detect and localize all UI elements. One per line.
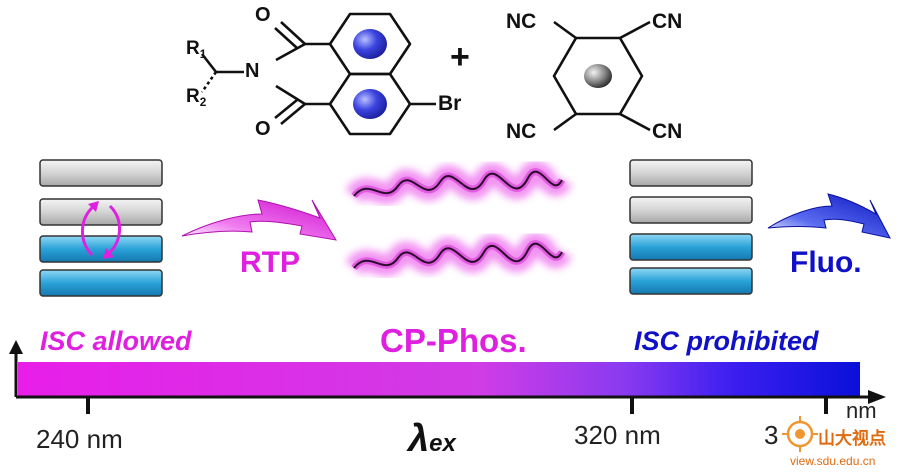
tick-label-third-unit: nm <box>846 398 877 423</box>
right-energy-stack <box>629 159 753 295</box>
fluo-label: Fluo. <box>790 246 862 279</box>
nc-bottom-label: NC <box>506 120 537 143</box>
cp-phos-label: CP-Phos. <box>380 322 527 359</box>
cp-phos-helices <box>345 160 572 277</box>
benzene-electron-ball <box>584 64 612 88</box>
cn-bottom-label: CN <box>652 120 683 143</box>
bromine-label: Br <box>438 92 462 115</box>
naphthalimide-structure <box>200 12 436 136</box>
oxygen-top-label: O <box>255 4 271 26</box>
upper-ring-electron-ball <box>353 29 387 59</box>
tick-label-320: 320 nm <box>574 420 661 450</box>
wavelength-gradient-bar <box>18 362 860 396</box>
rtp-label: RTP <box>240 246 300 279</box>
cn-top-label: CN <box>652 10 683 33</box>
watermark-text: 山大视点 <box>818 429 886 448</box>
watermark-logo <box>782 416 818 452</box>
plus-sign: + <box>450 38 470 76</box>
isc-prohibited-label: ISC prohibited <box>634 326 819 356</box>
r1-label: R1 <box>186 38 207 62</box>
lower-ring-electron-ball <box>353 89 387 119</box>
tick-label-240: 240 nm <box>36 424 123 454</box>
fluo-emission-arrow <box>767 193 891 239</box>
rtp-emission-arrow <box>181 199 337 241</box>
tick-label-third: 3 <box>764 420 779 450</box>
x-axis-arrowhead <box>868 390 886 404</box>
isc-cycle-arrows <box>81 201 121 259</box>
r2-label: R2 <box>186 86 207 110</box>
nc-top-label: NC <box>506 10 537 33</box>
nitrogen-label: N <box>245 60 260 82</box>
oxygen-bottom-label: O <box>255 118 271 140</box>
lambda-ex-symbol: λex <box>408 418 456 460</box>
isc-allowed-label: ISC allowed <box>40 326 192 356</box>
left-energy-stack <box>39 159 163 297</box>
tcnb-structure <box>552 20 651 132</box>
watermark-url: view.sdu.edu.cn <box>790 454 876 468</box>
y-axis-arrowhead <box>9 340 23 354</box>
